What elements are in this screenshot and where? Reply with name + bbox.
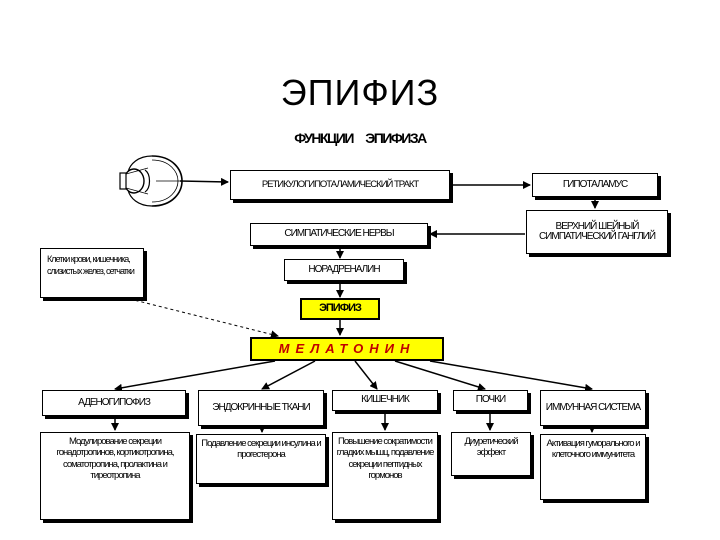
epiphysis-box: ЭПИФИЗ	[300, 298, 380, 320]
effect-adenohypophysis: Модулирование секреции гонадотропинов, к…	[40, 432, 190, 520]
diagram-subtitle: ФУНКЦИИ ЭПИФИЗА	[294, 130, 427, 146]
effect-immune-system: Активация гуморального и клеточного имму…	[540, 434, 646, 500]
hypothalamus-box: ГИПОТАЛАМУС	[532, 173, 658, 197]
effect-endocrine-tissues: Подавление секреции инсулина и прогестер…	[196, 434, 326, 484]
target-immune-system: ИММУННАЯ СИСТЕМА	[540, 390, 646, 426]
blood-cells-note: Клетки крови, кишечника, слизистых желез…	[40, 248, 144, 298]
target-intestine: КИШЕЧНИК	[332, 390, 438, 411]
page-title: ЭПИФИЗ	[280, 72, 440, 113]
effect-kidneys: Диуретический эффект	[451, 432, 531, 476]
target-endocrine-tissues: ЭНДОКРИННЫЕ ТКАНИ	[198, 390, 324, 426]
eye-icon	[119, 155, 183, 207]
melatonin-box: МЕЛАТОНИН	[250, 337, 444, 361]
target-adenohypophysis: АДЕНОГИПОФИЗ	[42, 390, 186, 416]
effect-intestine: Повышение сократимости гладких мышц, под…	[332, 432, 438, 520]
retino-hypothalamic-tract-box: РЕТИКУЛОГИПОТАЛАМИЧЕСКИЙ ТРАКТ	[230, 170, 450, 200]
noradrenaline-box: НОРАДРЕНАЛИН	[284, 259, 404, 281]
target-kidneys: ПОЧКИ	[453, 390, 528, 411]
superior-cervical-ganglion-box: ВЕРХНИЙ ШЕЙНЫЙ СИМПАТИЧЕСКИЙ ГАНГЛИЙ	[526, 210, 668, 254]
sympathetic-nerves-box: СИМПАТИЧЕСКИЕ НЕРВЫ	[250, 223, 428, 246]
